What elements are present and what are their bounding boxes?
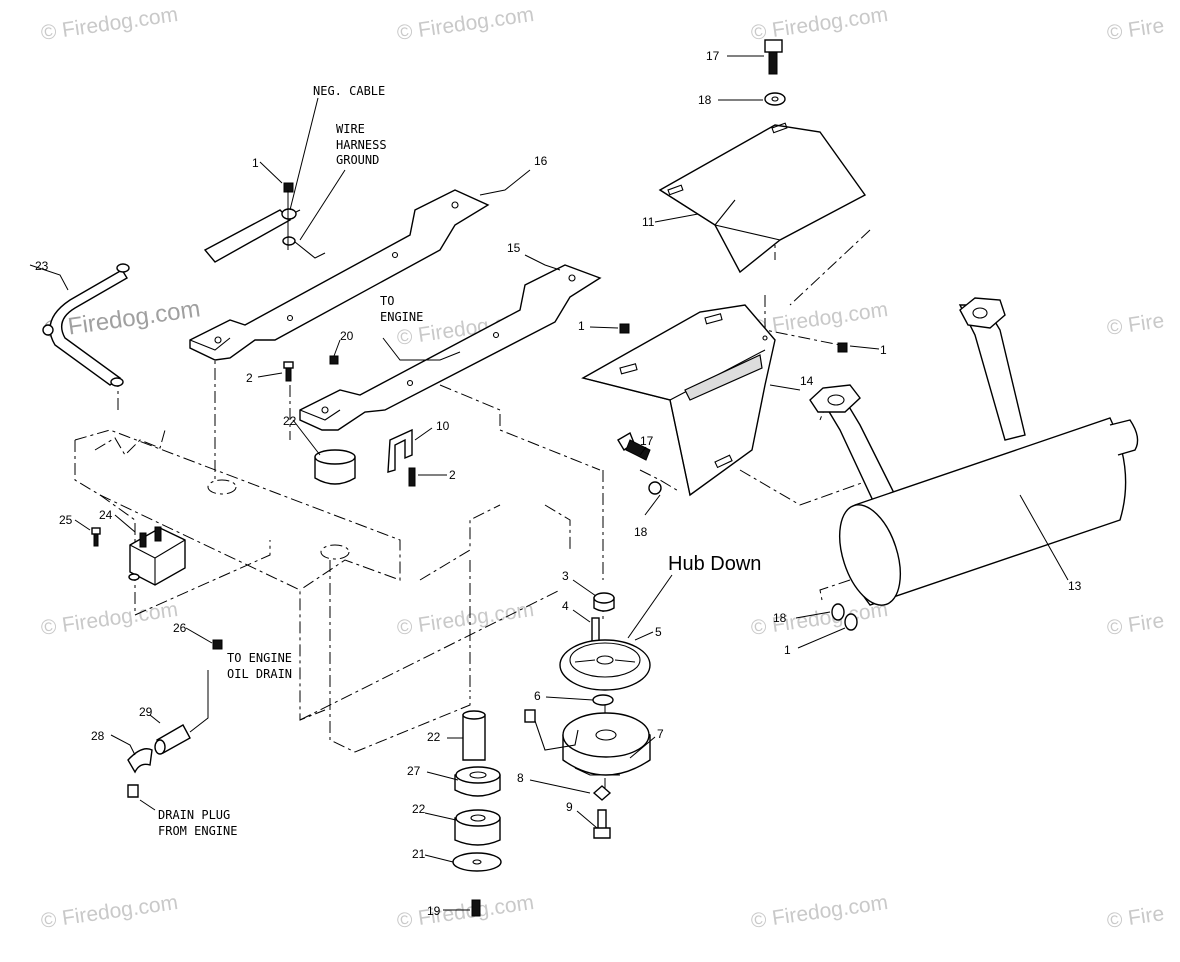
drain-plug-label-2: FROM ENGINE [158, 824, 237, 838]
watermark: © Firedog.com [395, 3, 535, 45]
part-number: 20 [340, 329, 354, 343]
watermark: © Firedog.com [39, 3, 179, 45]
to-engine-oil-label-1: TO ENGINE [227, 651, 292, 665]
watermark: © Fire [1105, 14, 1165, 45]
part-number: 27 [407, 764, 421, 778]
watermark: © Firedog.com [39, 891, 179, 933]
watermark: © Firedog.com [395, 598, 535, 640]
shield-11 [658, 122, 867, 274]
callout-labels: NEG. CABLE WIRE HARNESS GROUND TO ENGINE… [158, 84, 761, 838]
part-number: 10 [436, 419, 450, 433]
part-number: 22 [427, 730, 441, 744]
part-number: 5 [655, 625, 662, 639]
part-number: 14 [800, 374, 814, 388]
to-engine-oil-label-2: OIL DRAIN [227, 667, 292, 681]
watermark: © Fire [1105, 902, 1165, 933]
part-number: 29 [139, 705, 153, 719]
part-number: 8 [517, 771, 524, 785]
part-number: 9 [566, 800, 573, 814]
part-number: 18 [634, 525, 648, 539]
bracket-15 [299, 264, 602, 431]
part-number: 1 [252, 156, 259, 170]
part-number: 26 [173, 621, 187, 635]
watermark: © Firedog.com [395, 891, 535, 933]
isolator-stack [452, 710, 502, 917]
hardware [91, 39, 858, 650]
drain-plug-label-1: DRAIN PLUG [158, 808, 230, 822]
part-number: 24 [99, 508, 113, 522]
part-number: 7 [657, 727, 664, 741]
part-number: 11 [642, 215, 655, 229]
part-number: 1 [578, 319, 585, 333]
part-number: 18 [773, 611, 787, 625]
leader-lines [29, 55, 1069, 911]
part-number: 1 [784, 643, 791, 657]
watermark: © Firedog.com [749, 3, 889, 45]
oil-drain [127, 675, 209, 798]
pump-24 [128, 526, 186, 586]
watermark: © Firedog.com [749, 598, 889, 640]
wire-harness-label-2: HARNESS [336, 138, 387, 152]
part-number: 2 [246, 371, 253, 385]
part-number: 21 [412, 847, 426, 861]
to-engine-label-1: TO [380, 294, 394, 308]
wire-harness-label-3: GROUND [336, 153, 379, 167]
neg-cable [203, 182, 326, 263]
part-number: 22 [412, 802, 426, 816]
part-number: 1 [880, 343, 887, 357]
muffler-13 [809, 297, 1139, 606]
part-number: 13 [1068, 579, 1082, 593]
to-engine-label-2: ENGINE [380, 310, 423, 324]
bracket-16 [189, 189, 490, 361]
part-number: 4 [562, 599, 569, 613]
part-number: 19 [427, 904, 441, 918]
part-number: 18 [698, 93, 712, 107]
wire-harness-label-1: WIRE [336, 122, 365, 136]
part-number: 3 [562, 569, 569, 583]
part-number: 17 [640, 434, 654, 448]
part-number: 17 [706, 49, 720, 63]
watermark: © Fire [1105, 309, 1165, 340]
part-number: 6 [534, 689, 541, 703]
part-number: 16 [534, 154, 548, 168]
watermark: © Firedog.com [749, 891, 889, 933]
hose-23 [42, 263, 130, 387]
heat-shield-14 [581, 304, 776, 497]
hub-down-label: Hub Down [668, 553, 761, 575]
part-number: 28 [91, 729, 105, 743]
watermark: © Fire [1105, 609, 1165, 640]
part-numbers: 1 16 15 23 2 20 10 2 22 25 24 26 1 1 17 … [35, 49, 1082, 918]
neg-cable-label: NEG. CABLE [313, 84, 385, 98]
part-number: 22 [283, 414, 297, 428]
part-number: 15 [507, 241, 521, 255]
part-number: 23 [35, 259, 49, 273]
clutch-stack [524, 592, 651, 839]
part-number: 2 [449, 468, 456, 482]
part-number: 25 [59, 513, 73, 527]
